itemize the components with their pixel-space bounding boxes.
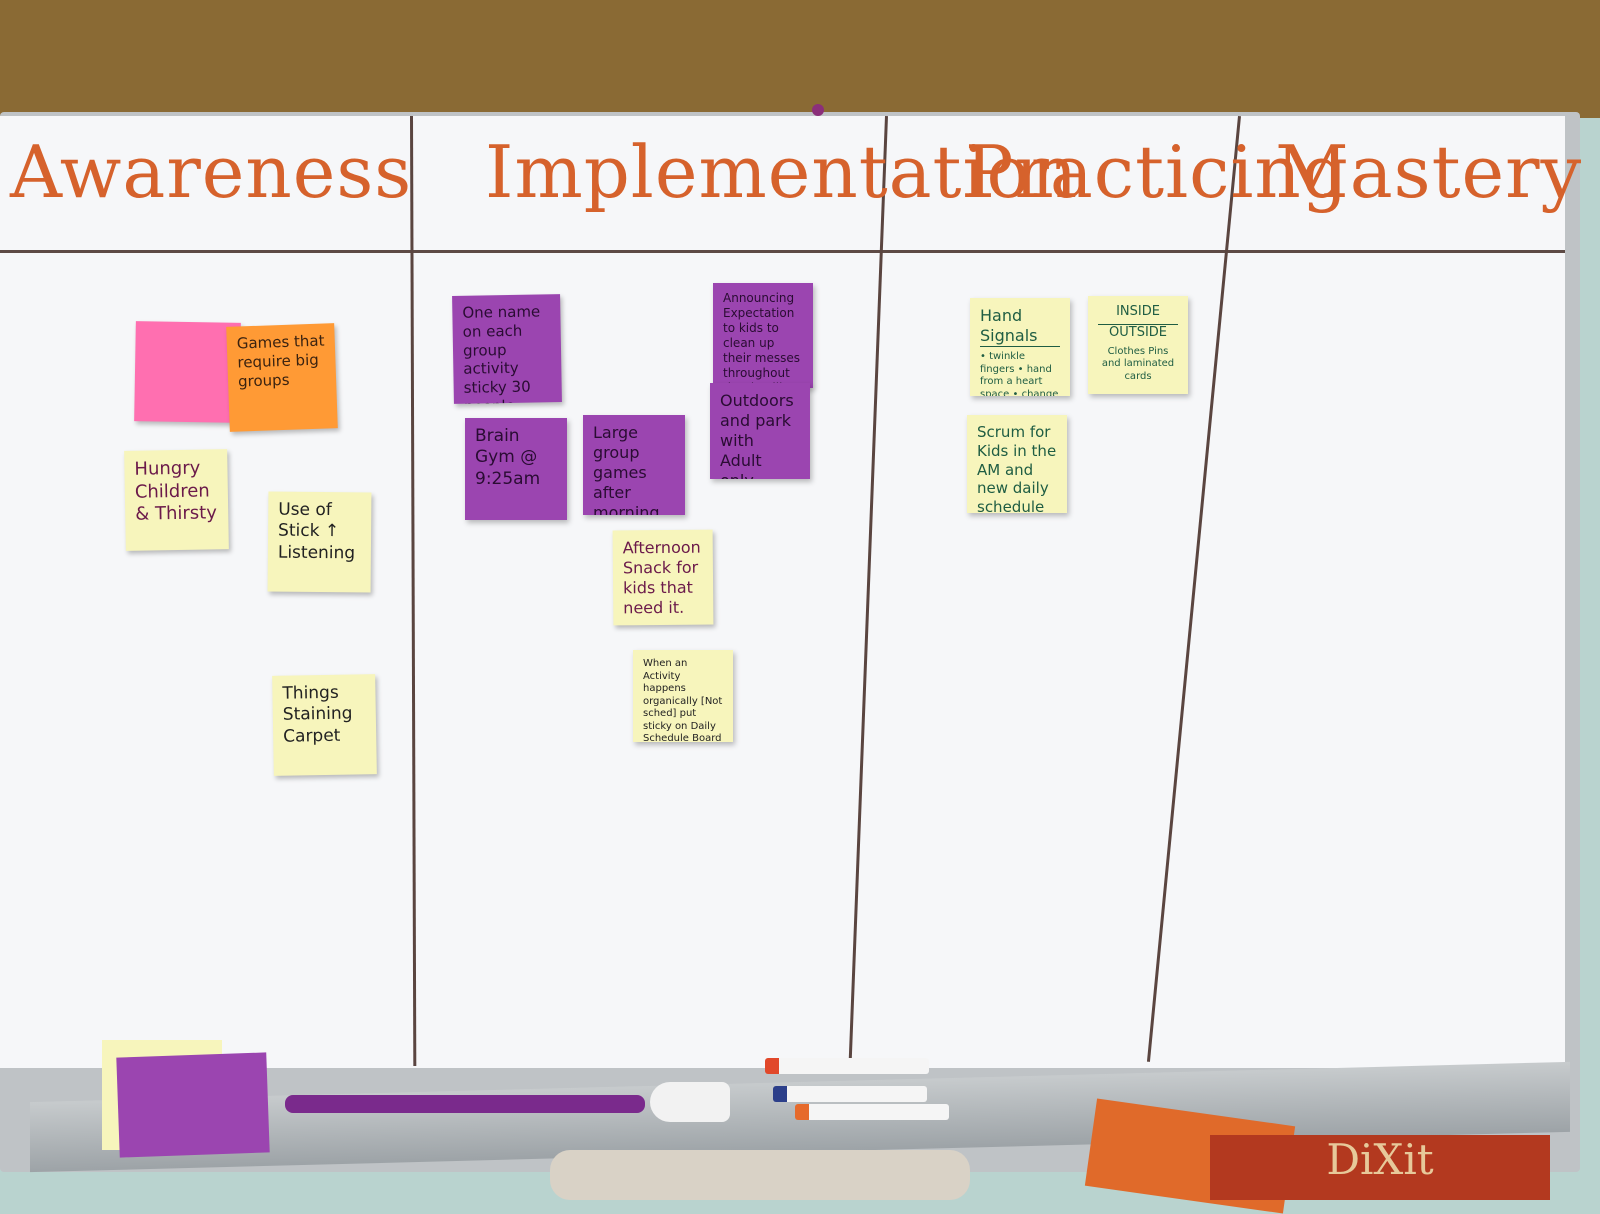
sticky-pink[interactable] [134,321,241,423]
cork-board [0,0,1600,118]
sticky-large-group-games[interactable]: Large group games after morning standup [583,415,685,515]
sticky-hand-signals[interactable]: Hand Signals • twinkle fingers • hand fr… [970,298,1070,396]
marker-blue[interactable] [773,1086,927,1102]
inside-outside-sub: OUTSIDE [1098,324,1178,341]
marker-orange[interactable] [795,1104,949,1120]
whiteboard [0,116,1565,1068]
header-divider [0,250,1565,253]
sticky-hungry-children[interactable]: Hungry Children & Thirsty [124,449,229,551]
pointer-stick[interactable] [285,1095,645,1113]
column-title-awareness: Awareness [10,130,413,214]
game-box: DiXit [1210,1135,1550,1200]
sticky-announcing-expectation[interactable]: Announcing Expectation to kids to clean … [713,283,813,388]
push-pin-icon [812,104,824,116]
marker-red[interactable] [765,1058,929,1074]
sticky-stack-purple[interactable] [116,1052,270,1158]
sticky-outdoors-and-park[interactable]: Outdoors and park with Adult only [710,383,810,479]
sticky-games-big-groups[interactable]: Games that require big groups [226,323,338,432]
sticky-use-of-stick[interactable]: Use of Stick ↑ Listening [267,491,372,593]
sticky-things-staining[interactable]: Things Staining Carpet [272,674,377,776]
sticky-when-an-activity[interactable]: When an Activity happens organically [No… [633,650,733,742]
sticky-brain-gym[interactable]: Brain Gym @ 9:25am [465,418,567,520]
sticky-inside-outside[interactable]: INSIDE OUTSIDE Clothes Pins and laminate… [1088,296,1188,394]
hand-signals-items: • twinkle fingers • hand from a heart sp… [980,351,1059,396]
column-title-mastery: Mastery [1275,130,1583,214]
game-box-label: DiXit [1326,1135,1434,1184]
hand-signals-title: Hand Signals [980,306,1060,347]
inside-outside-body: Clothes Pins and laminated cards [1101,345,1175,382]
column-title-practicing: Practicing [965,130,1349,214]
sticky-one-name[interactable]: One name on each group activity sticky 3… [452,294,562,404]
column-title-implementation: Implementation [485,130,1079,214]
inside-outside-title: INSIDE [1116,304,1160,319]
sticky-scrum-for-kids[interactable]: Scrum for Kids in the AM and new daily s… [967,415,1067,513]
sticky-afternoon-snack[interactable]: Afternoon Snack for kids that need it. [612,529,714,626]
cloth [550,1150,970,1200]
hand-pointer-icon[interactable] [650,1082,730,1122]
